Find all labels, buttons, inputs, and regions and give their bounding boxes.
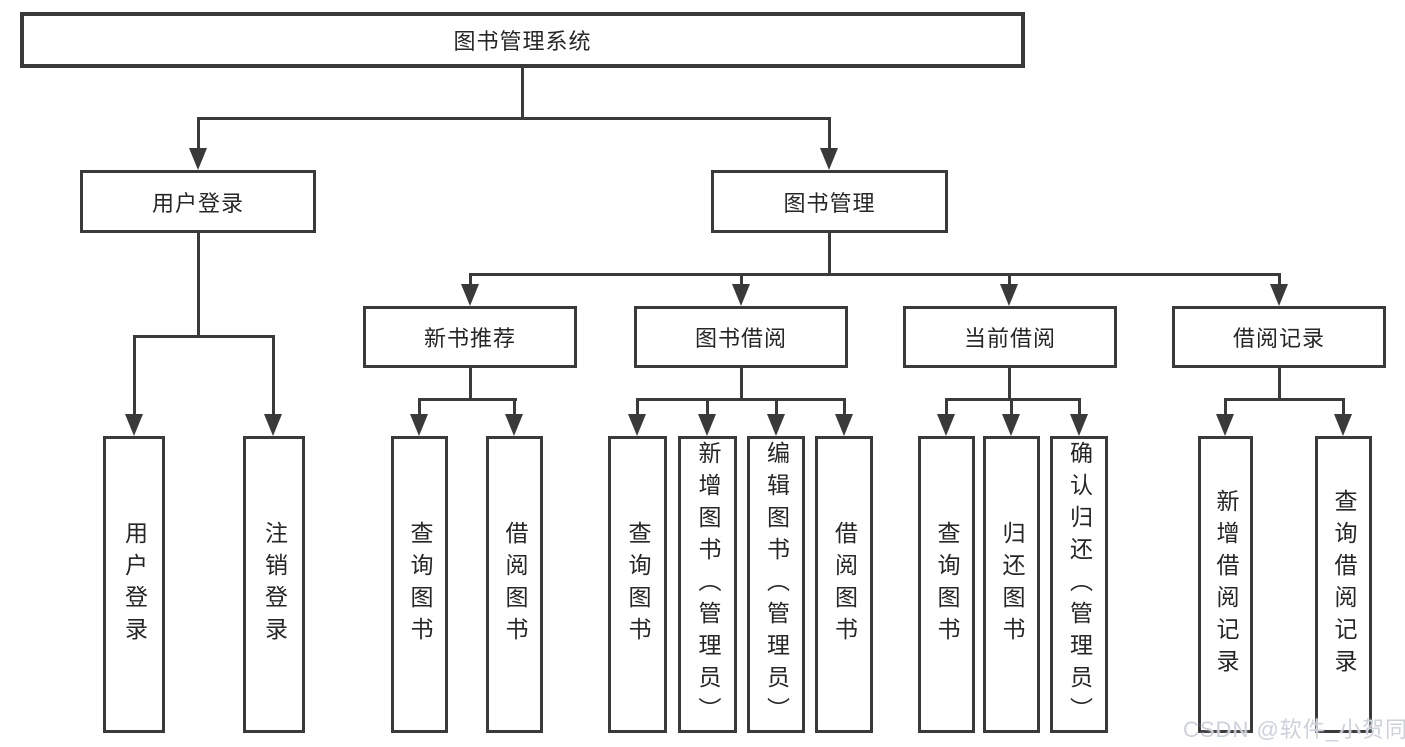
connector-line xyxy=(1010,398,1013,416)
leaf-label: 查询借阅记录 xyxy=(1331,488,1357,681)
arrow-down-icon xyxy=(1000,284,1018,306)
node-book-management: 图书管理 xyxy=(711,170,948,233)
leaf-add-borrow-record: 新增借阅记录 xyxy=(1198,436,1253,733)
leaf-query-borrow-record: 查询借阅记录 xyxy=(1315,436,1372,733)
node-borrowing-records: 借阅记录 xyxy=(1172,306,1386,368)
leaf-label: 确认归还（管理员） xyxy=(1066,440,1093,729)
connector-line xyxy=(521,68,524,120)
node-current-borrowing: 当前借阅 xyxy=(903,306,1117,368)
node-label: 图书借阅 xyxy=(694,326,787,351)
connector-line xyxy=(418,398,421,416)
leaf-label: 查询图书 xyxy=(934,520,960,649)
connector-line xyxy=(133,335,136,416)
node-label: 图书管理系统 xyxy=(453,29,592,54)
connector-line xyxy=(469,273,472,287)
leaf-label: 借阅图书 xyxy=(831,520,858,649)
arrow-down-icon xyxy=(505,414,523,436)
connector-line xyxy=(775,398,778,416)
leaf-user-login: 用户登录 xyxy=(103,436,165,733)
arrow-down-icon xyxy=(189,148,207,170)
connector-line xyxy=(1008,273,1011,287)
connector-line xyxy=(1278,273,1281,287)
node-label: 用户登录 xyxy=(151,190,244,216)
node-label: 借阅记录 xyxy=(1232,326,1325,351)
node-label: 图书管理 xyxy=(783,190,876,216)
arrow-down-icon xyxy=(264,414,282,436)
node-label: 新书推荐 xyxy=(423,326,516,351)
leaf-borrow-books: 借阅图书 xyxy=(815,436,873,733)
leaf-query-books-recommend: 查询图书 xyxy=(391,436,448,733)
arrow-down-icon xyxy=(835,414,853,436)
connector-line xyxy=(469,273,1281,276)
arrow-down-icon xyxy=(125,414,143,436)
arrow-down-icon xyxy=(1216,414,1234,436)
leaf-return-books: 归还图书 xyxy=(983,436,1040,733)
connector-line xyxy=(945,398,1081,401)
connector-line xyxy=(740,368,743,401)
connector-line xyxy=(197,117,831,120)
leaf-label: 查询图书 xyxy=(407,520,433,649)
arrow-down-icon xyxy=(410,414,428,436)
connector-line xyxy=(740,273,743,287)
node-root-library-system: 图书管理系统 xyxy=(20,12,1025,68)
connector-line xyxy=(197,233,200,338)
leaf-label: 新增借阅记录 xyxy=(1213,488,1239,681)
connector-line xyxy=(636,398,639,416)
arrow-down-icon xyxy=(937,414,955,436)
connector-line xyxy=(197,117,200,151)
connector-line xyxy=(272,335,275,416)
node-book-borrowing: 图书借阅 xyxy=(634,306,848,368)
arrow-down-icon xyxy=(1002,414,1020,436)
connector-line xyxy=(133,335,275,338)
connector-line xyxy=(513,398,516,416)
leaf-label: 新增图书（管理员） xyxy=(695,440,721,729)
connector-line xyxy=(1278,368,1281,401)
connector-line xyxy=(1342,398,1345,416)
connector-line xyxy=(636,398,846,401)
arrow-down-icon xyxy=(820,148,838,170)
connector-line xyxy=(1078,398,1081,416)
arrow-down-icon xyxy=(767,414,785,436)
arrow-down-icon xyxy=(1334,414,1352,436)
leaf-query-books-current: 查询图书 xyxy=(918,436,975,733)
leaf-label: 借阅图书 xyxy=(502,520,528,649)
connector-line xyxy=(469,368,472,401)
leaf-logout: 注销登录 xyxy=(243,436,305,733)
leaf-confirm-return-admin: 确认归还（管理员） xyxy=(1050,436,1108,733)
leaf-label: 用户登录 xyxy=(121,520,148,649)
leaf-borrow-books-recommend: 借阅图书 xyxy=(486,436,543,733)
connector-line xyxy=(843,398,846,416)
leaf-label: 注销登录 xyxy=(261,520,288,649)
arrow-down-icon xyxy=(1070,414,1088,436)
leaf-label: 查询图书 xyxy=(625,520,651,649)
connector-line xyxy=(1224,398,1227,416)
node-label: 当前借阅 xyxy=(963,326,1056,351)
arrow-down-icon xyxy=(628,414,646,436)
connector-line xyxy=(418,398,517,401)
leaf-label: 归还图书 xyxy=(999,520,1025,649)
connector-line xyxy=(706,398,709,416)
leaf-edit-books-admin: 编辑图书（管理员） xyxy=(747,436,805,733)
arrow-down-icon xyxy=(732,284,750,306)
leaf-label: 编辑图书（管理员） xyxy=(763,440,790,729)
connector-line xyxy=(1224,398,1345,401)
connector-line xyxy=(945,398,948,416)
node-new-book-recommend: 新书推荐 xyxy=(363,306,577,368)
arrow-down-icon xyxy=(1270,284,1288,306)
leaf-add-books-admin: 新增图书（管理员） xyxy=(678,436,737,733)
arrow-down-icon xyxy=(698,414,716,436)
csdn-watermark: CSDN @软件_小贺同学 xyxy=(1183,717,1405,742)
connector-line xyxy=(1008,368,1011,401)
node-user-login: 用户登录 xyxy=(80,170,316,233)
connector-line xyxy=(828,233,831,276)
arrow-down-icon xyxy=(461,284,479,306)
connector-line xyxy=(828,117,831,151)
leaf-query-books-borrow: 查询图书 xyxy=(608,436,667,733)
